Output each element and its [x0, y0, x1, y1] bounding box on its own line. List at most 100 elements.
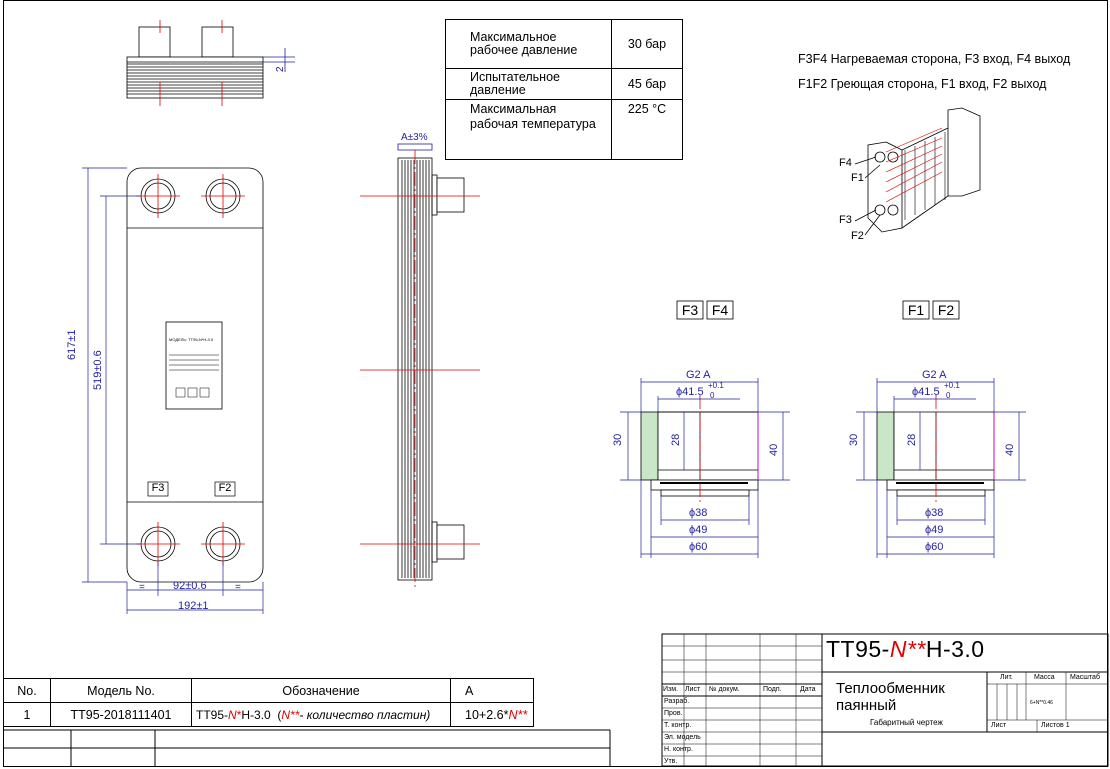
row-tkontr: Т. контр.	[664, 722, 692, 729]
label-list: Лист	[991, 722, 1007, 729]
col-sign: Подп.	[763, 686, 782, 693]
isometric-schematic	[854, 107, 981, 236]
detail2-thread: G2 A	[922, 369, 947, 381]
mass-formula: 6+N**0.46	[1030, 700, 1053, 706]
col-date: Дата	[800, 686, 816, 693]
section-label-f2: F2	[937, 302, 955, 318]
col-doc: № докум.	[709, 686, 740, 693]
cell-a: 10+2.6*N**	[450, 702, 534, 727]
row-utv: Утв.	[664, 758, 678, 765]
detail1-tol-upper: +0.1	[708, 381, 724, 390]
code-n: N**	[889, 636, 926, 662]
detail1-d49: ϕ49	[689, 524, 708, 536]
header-a: A	[450, 678, 534, 703]
spec-row: Испытательное давление 45 бар	[445, 68, 683, 100]
legend-line-2: F1F2 Греющая сторона, F1 вход, F2 выход	[798, 77, 1047, 91]
designation-note-text: - количество пластин)	[299, 707, 431, 722]
col-izm: Изм.	[663, 686, 678, 693]
row-prov: Пров.	[664, 710, 683, 717]
equal-mark-right: =	[235, 582, 241, 593]
section-label-f4: F4	[711, 302, 729, 318]
section-label-f3: F3	[681, 302, 699, 318]
spec-value: 45 бар	[611, 68, 683, 100]
title-block-frame	[661, 633, 1109, 767]
row-razrab: Разраб.	[664, 698, 690, 705]
iso-label-f3: F3	[839, 214, 852, 226]
legend-line-1: F3F4 Нагреваемая сторона, F3 вход, F4 вы…	[798, 52, 1071, 66]
iso-label-f4: F4	[839, 157, 852, 169]
top-view	[126, 20, 295, 106]
detail1-d60: ϕ60	[689, 541, 708, 553]
row-nkontr: Н. контр.	[664, 746, 693, 753]
detail2-d-inner: ϕ41.5	[912, 386, 940, 398]
detail2-h40: 40	[1004, 443, 1016, 456]
dim-width-total: 192±1	[178, 600, 209, 612]
row-elmodel: Эл. модель	[664, 734, 701, 741]
header-no: No.	[3, 678, 51, 703]
spec-label: Максимальное рабочее давление	[445, 19, 612, 69]
code-prefix: TT95-	[826, 636, 890, 662]
drawing-code: TT95-N**H-3.0	[826, 636, 985, 663]
front-port-label-f3: F3	[151, 482, 165, 494]
detail1-d-inner: ϕ41.5	[676, 386, 704, 398]
title-subtitle: Габаритный чертеж	[870, 718, 943, 727]
designation-star: *	[236, 707, 242, 722]
detail-section-1	[620, 378, 790, 558]
model-table-header: No. Модель No. Обозначение A	[3, 678, 534, 703]
detail1-d38: ϕ38	[689, 507, 708, 519]
side-view-dim: A±3%	[401, 132, 428, 143]
spec-value: 30 бар	[611, 19, 683, 69]
dim-width-ports: 92±0.6	[173, 580, 207, 592]
nameplate-model: МОДЕЛЬ: TT95-N*H-3.0	[169, 337, 214, 342]
detail2-tol-upper: +0.1	[944, 381, 960, 390]
detail2-tol-lower: 0	[946, 391, 951, 400]
header-model: Модель No.	[50, 678, 192, 703]
section-label-f1: F1	[907, 302, 925, 318]
label-masshtab: Масштаб	[1070, 674, 1100, 681]
a-value-n: N**	[508, 707, 528, 722]
detail1-h30: 30	[612, 433, 624, 446]
title-line-1: Теплообменник	[836, 680, 945, 697]
detail2-d49: ϕ49	[925, 524, 944, 536]
detail2-h28: 28	[906, 433, 918, 446]
col-list: Лист	[685, 686, 701, 693]
dim-height-total: 617±1	[66, 329, 78, 360]
cell-no: 1	[3, 702, 51, 727]
label-lit: Лит.	[1000, 674, 1013, 681]
code-suffix: H-3.0	[925, 636, 985, 662]
detail2-d60: ϕ60	[925, 541, 944, 553]
cell-designation: TT95-N*H-3.0 (N**- количество пластин)	[191, 702, 451, 727]
spec-label: Испытательное давление	[445, 68, 612, 100]
front-port-label-f2: F2	[218, 482, 232, 494]
spec-label: Максимальная рабочая температура	[445, 99, 612, 160]
iso-label-f1: F1	[851, 172, 864, 184]
a-value-prefix: 10+2.6*	[465, 707, 509, 722]
spec-row: Максимальное рабочее давление 30 бар	[445, 19, 683, 69]
iso-label-f2: F2	[851, 230, 864, 242]
detail1-h40: 40	[768, 443, 780, 456]
detail1-thread: G2 A	[686, 369, 711, 381]
top-view-dim: 2	[275, 66, 286, 72]
detail1-h28: 28	[670, 433, 682, 446]
side-view	[360, 143, 480, 590]
detail2-d38: ϕ38	[925, 507, 944, 519]
front-view	[82, 167, 264, 614]
label-massa: Масса	[1034, 674, 1055, 681]
designation-note-open: (	[277, 707, 282, 722]
detail-section-2	[856, 378, 1026, 558]
detail1-tol-lower: 0	[710, 391, 715, 400]
dim-height-ports: 519±0.6	[92, 350, 104, 390]
cell-model: TT95-2018111401	[50, 702, 192, 727]
detail2-h30: 30	[848, 433, 860, 446]
designation-n: N	[228, 707, 237, 722]
label-listov: Листов 1	[1041, 722, 1070, 729]
spec-value: 225 °С	[611, 99, 683, 160]
spec-row: Максимальная рабочая температура 225 °С	[445, 99, 683, 160]
model-table-row: 1 TT95-2018111401 TT95-N*H-3.0 (N**- кол…	[3, 702, 534, 727]
equal-mark-left: =	[139, 582, 145, 593]
designation-note-n: N**	[281, 707, 300, 722]
spec-table: Максимальное рабочее давление 30 бар Исп…	[445, 19, 683, 160]
designation-suffix: H-3.0	[241, 707, 271, 722]
designation-prefix: TT95-	[196, 707, 229, 722]
